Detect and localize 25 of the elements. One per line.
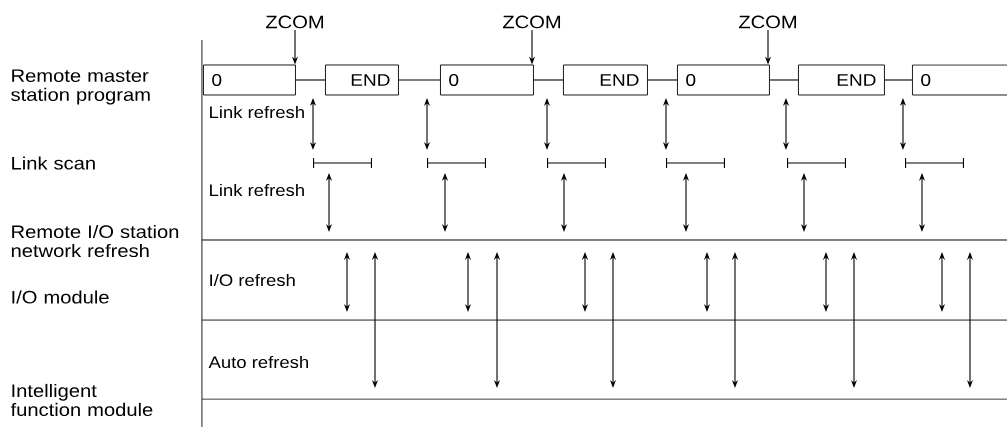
- connector-line: [884, 79, 913, 81]
- row-label: I/O module: [12, 290, 109, 304]
- row-label: Intelligent function module: [10, 383, 153, 417]
- connector-line: [647, 79, 678, 81]
- zcom-label: ZCOM: [266, 15, 324, 29]
- zcom-label: ZCOM: [502, 15, 560, 29]
- program-box: 0: [912, 64, 1007, 96]
- zcom-label: ZCOM: [738, 15, 796, 29]
- phase-label: Link refresh: [210, 183, 304, 197]
- row-label: Remote master station program: [11, 69, 150, 105]
- connector-line: [769, 79, 799, 81]
- program-box: 0: [677, 64, 770, 96]
- row-label: Remote I/O station network refresh: [11, 224, 179, 258]
- phase-label: Link refresh: [210, 105, 304, 119]
- connector-line: [398, 79, 441, 81]
- program-box: END: [563, 64, 648, 96]
- phase-label: Auto refresh: [208, 355, 308, 369]
- phase-label: I/O refresh: [210, 273, 295, 287]
- program-box: 0: [440, 64, 534, 96]
- program-box: END: [798, 64, 885, 96]
- connector-line: [295, 79, 326, 81]
- program-box: 0: [203, 64, 296, 96]
- program-box: END: [325, 64, 399, 96]
- row-label: Link scan: [12, 156, 95, 170]
- connector-line: [533, 79, 564, 81]
